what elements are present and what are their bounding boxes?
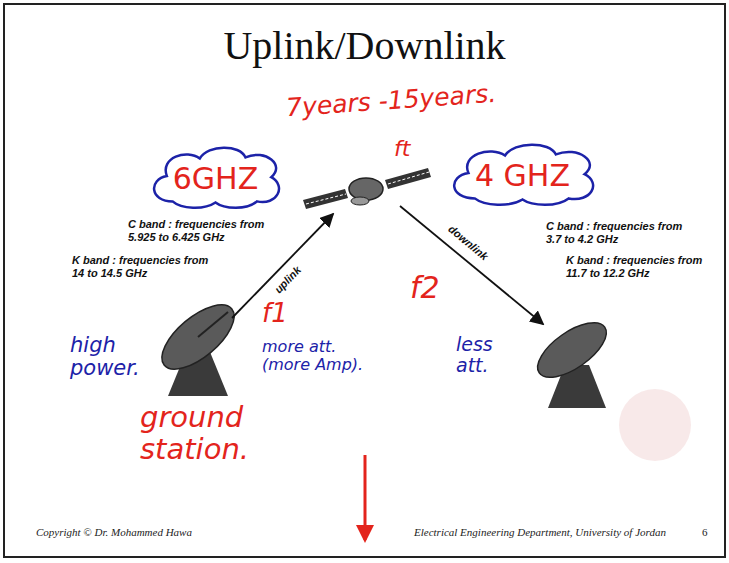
band-note: K band : frequencies from 11.7 to 12.2 G… [566, 254, 716, 280]
ground-dish [151, 293, 244, 396]
frequency-text: 4 GHZ [475, 159, 570, 192]
link-label: uplink [272, 264, 304, 296]
handwritten-note: more att. (more Amp). [262, 338, 374, 375]
lifetime-note: 7years -15years. [285, 79, 497, 123]
stamp [619, 389, 691, 461]
link-label: downlink [446, 223, 491, 264]
satellite-label: ft [394, 136, 410, 161]
red-pointer-arrow [364, 455, 367, 540]
frequency-symbol: f2 [410, 270, 440, 305]
cloud-shape: 4 GHZ [443, 139, 602, 205]
slide-title: Uplink/Downlink [0, 22, 729, 69]
handwritten-note: less att. [456, 334, 518, 376]
downlink-arrow [400, 206, 543, 324]
frequency-text: 6GHZ [173, 162, 258, 195]
slide-frame [4, 4, 725, 557]
frequency-symbol: f1 [262, 298, 288, 328]
handwritten-note: high power. [70, 334, 152, 380]
cloud-shape: 6GHZ [144, 142, 287, 208]
page-number: 6 [702, 526, 708, 538]
band-note: C band : frequencies from 3.7 to 4.2 GHz [546, 220, 686, 246]
band-note: C band : frequencies from 5.925 to 6.425… [128, 218, 288, 244]
ground-dish [529, 312, 615, 408]
footer-text: Copyright © Dr. Mohammed Hawa [36, 526, 192, 538]
band-note: K band : frequencies from 14 to 14.5 GHz [72, 254, 222, 280]
footer-text: Electrical Engineering Department, Unive… [414, 526, 666, 538]
satellite [303, 168, 431, 209]
handwritten-note: ground station. [140, 402, 300, 466]
